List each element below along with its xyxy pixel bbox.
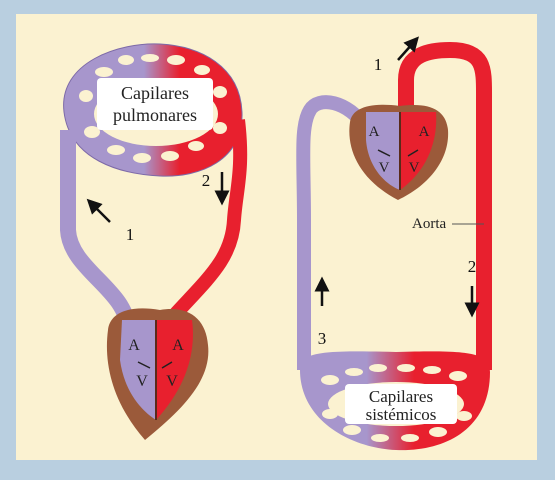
systemic-step-1: 1 [374, 55, 383, 74]
left-heart: A A V V [106, 308, 209, 440]
pulmonary-step-2: 2 [202, 171, 211, 190]
left-heart-atrium-left-side: A [172, 337, 184, 354]
systemic-label-box [345, 384, 457, 424]
systemic-capillaries-label-line1: Capilares [369, 387, 433, 406]
left-heart-ventricle-right-side: V [136, 373, 148, 390]
pulmonary-capillaries-label-line2: pulmonares [113, 105, 197, 125]
right-heart-atrium-right-side: A [369, 124, 380, 140]
right-heart-atrium-left-side: A [419, 124, 430, 140]
systemic-step-2: 2 [468, 257, 477, 276]
pulmonary-label-box [97, 78, 213, 130]
left-heart-ventricle-left-side: V [166, 373, 178, 390]
systemic-step-3: 3 [318, 329, 327, 348]
systemic-circuit: Capilares sistémicos A A V V Aorta 1 2 3 [296, 36, 493, 451]
pulmonary-vein [164, 119, 248, 325]
right-heart-ventricle-right-side: V [379, 160, 390, 176]
right-heart-ventricle-left-side: V [409, 160, 420, 176]
pulmonary-circuit: Capilares pulmonares A A V V 1 2 [60, 43, 248, 440]
right-heart: A A V V [349, 104, 449, 200]
pulmonary-capillaries-label-line1: Capilares [121, 83, 189, 103]
pulmonary-step-1: 1 [126, 225, 135, 244]
arrow-up-left-icon [86, 198, 111, 223]
vena-cava [296, 95, 372, 370]
aorta-label: Aorta [412, 216, 446, 232]
arrow-up-right-icon [397, 36, 419, 61]
systemic-capillaries-label-line2: sistémicos [366, 405, 437, 424]
left-heart-atrium-right-side: A [128, 337, 140, 354]
aorta [398, 41, 493, 370]
